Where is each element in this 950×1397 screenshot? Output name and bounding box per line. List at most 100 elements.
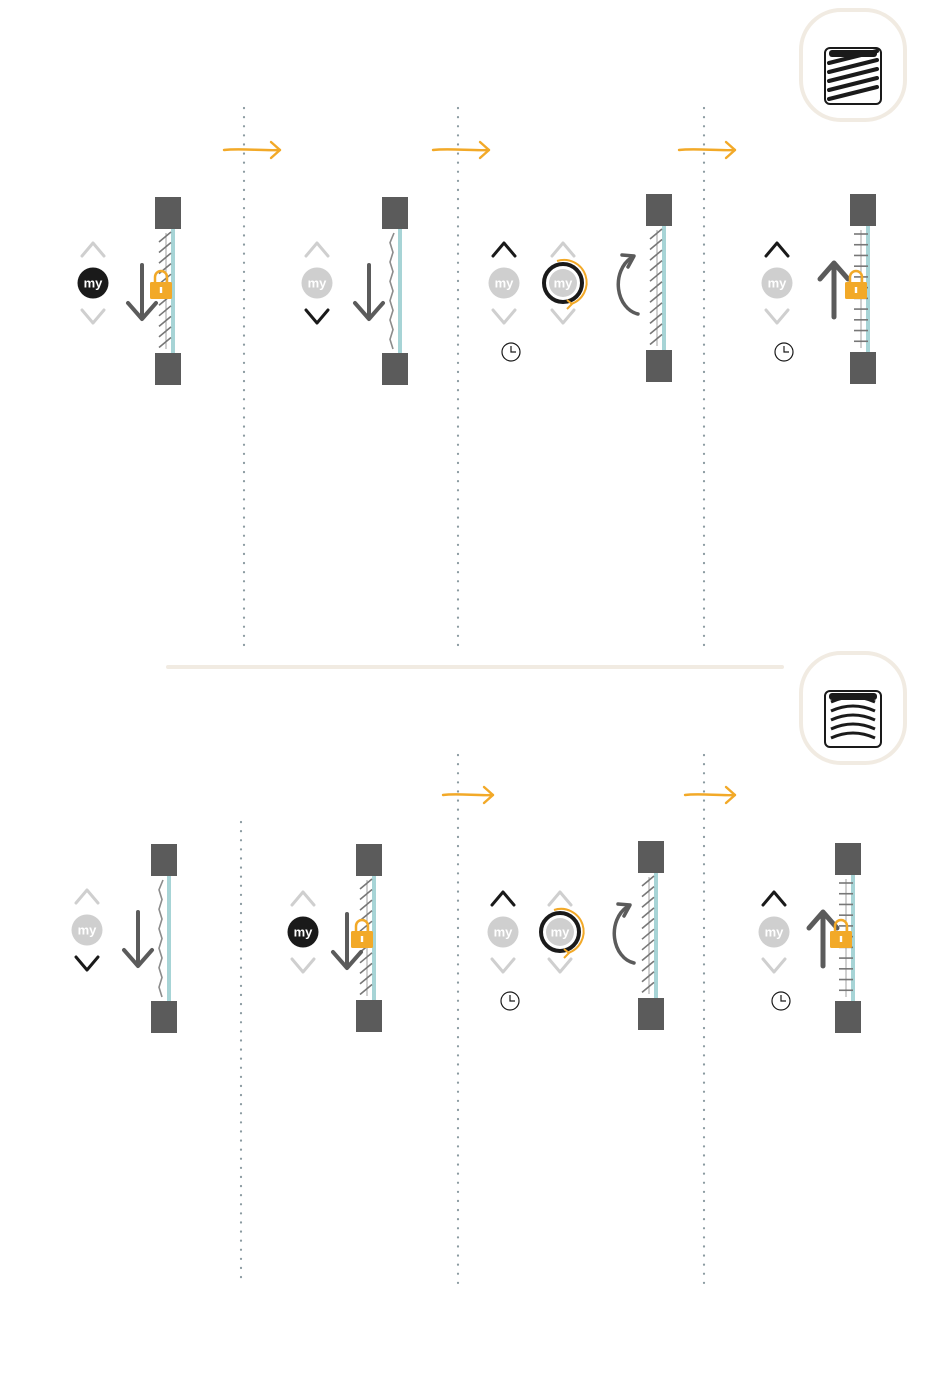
window-glass: [662, 226, 666, 350]
window-glass: [167, 876, 171, 1001]
step-panel: my: [302, 197, 409, 385]
rotate-arrow-icon: [618, 255, 638, 314]
blind-open-slats-icon: [801, 10, 905, 120]
next-step-arrow: [685, 787, 735, 803]
up-chevron-icon: [549, 892, 571, 905]
down-chevron-icon: [552, 310, 574, 323]
slat: [642, 897, 654, 907]
down-chevron-icon: [493, 310, 515, 323]
slat: [650, 292, 662, 302]
slat: [159, 232, 171, 242]
slat: [650, 271, 662, 281]
slat: [642, 876, 654, 886]
remote-control: my: [288, 892, 319, 972]
remote-control: my: [488, 892, 520, 1010]
bottom-rail: [835, 1001, 861, 1033]
remote-control: my: [302, 243, 333, 323]
my-hold-indicator: my: [541, 892, 584, 972]
top-rail: [382, 197, 408, 229]
up-chevron-icon: [76, 890, 98, 903]
top-rail: [155, 197, 181, 229]
slat: [650, 250, 662, 260]
down-chevron-icon: [763, 959, 785, 972]
bottom-rail: [638, 998, 664, 1030]
down-chevron-icon: [82, 310, 104, 323]
up-chevron-icon: [292, 892, 314, 905]
bottom-rail: [850, 352, 876, 384]
bottom-rail: [382, 353, 408, 385]
step-panel: my: [759, 843, 862, 1033]
slat: [642, 940, 654, 950]
up-arrow-icon: [820, 263, 848, 317]
closed-slats: [390, 233, 394, 349]
my-button-label: my: [551, 925, 571, 940]
slat: [650, 334, 662, 344]
top-rail: [850, 194, 876, 226]
next-step-arrow: [433, 142, 489, 158]
top-rail: [638, 841, 664, 873]
lock-icon: [845, 271, 867, 299]
step-panel: my: [288, 844, 383, 1032]
section-top: mymymymymy: [78, 10, 906, 645]
slat: [650, 313, 662, 323]
my-button-label: my: [308, 276, 328, 291]
slat: [360, 974, 372, 984]
bottom-rail: [151, 1001, 177, 1033]
slat: [159, 316, 171, 326]
slat: [650, 303, 662, 313]
down-chevron-icon: [549, 959, 571, 972]
blind-closed: [151, 844, 177, 1033]
remote-control: my: [72, 890, 103, 970]
top-rail: [356, 844, 382, 876]
top-rail: [646, 194, 672, 226]
timer-icon: [501, 992, 519, 1010]
window-glass: [654, 873, 658, 998]
down-arrow-icon: [355, 265, 383, 319]
slat: [642, 972, 654, 982]
top-rail: [151, 844, 177, 876]
blind-tilted: [638, 841, 664, 1030]
slat: [650, 282, 662, 292]
my-button-label: my: [294, 925, 314, 940]
step-panel: my: [762, 194, 877, 384]
bottom-rail: [646, 350, 672, 382]
rotate-arrow-icon: [614, 904, 634, 963]
slat: [650, 229, 662, 239]
slat: [159, 306, 171, 316]
slat: [642, 982, 654, 992]
window-glass: [398, 229, 402, 353]
remote-control: my: [762, 243, 794, 361]
up-chevron-icon: [306, 243, 328, 256]
slat: [642, 919, 654, 929]
closed-slats: [159, 880, 163, 997]
step-panel: my: [78, 197, 182, 385]
blind-tilted-slats-icon: [801, 653, 905, 763]
next-step-arrow: [443, 787, 493, 803]
slat: [650, 261, 662, 271]
slat: [360, 890, 372, 900]
slat: [360, 879, 372, 889]
section-bottom: my my my my my: [72, 653, 906, 1285]
timer-icon: [775, 343, 793, 361]
slat: [642, 887, 654, 897]
my-button-label: my: [494, 925, 514, 940]
my-button-label: my: [765, 925, 785, 940]
my-button-label: my: [84, 276, 104, 291]
timer-icon: [502, 343, 520, 361]
step-panel: my my: [488, 841, 665, 1030]
my-button-label: my: [495, 276, 515, 291]
slat: [642, 961, 654, 971]
blind-closed: [382, 197, 408, 385]
slat: [360, 984, 372, 994]
slat: [650, 324, 662, 334]
lock-icon: [351, 920, 373, 948]
down-chevron-icon: [292, 959, 314, 972]
down-chevron-icon: [492, 959, 514, 972]
up-chevron-icon: [82, 243, 104, 256]
remote-control: my: [78, 243, 109, 323]
next-step-arrow: [224, 142, 280, 158]
slat: [360, 963, 372, 973]
timer-icon: [772, 992, 790, 1010]
down-chevron-icon: [766, 310, 788, 323]
